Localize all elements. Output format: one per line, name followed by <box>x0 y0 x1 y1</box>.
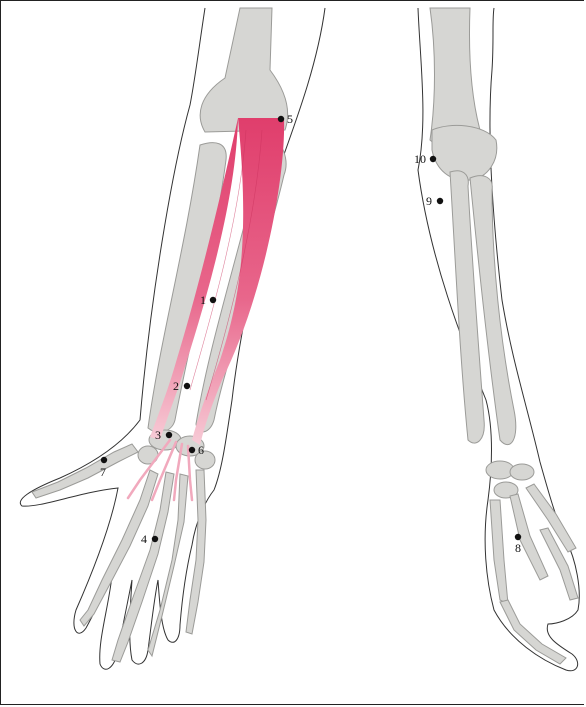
marker-5-label: 5 <box>287 112 293 126</box>
marker-8: 8 <box>515 534 521 555</box>
marker-8-label: 8 <box>515 541 521 555</box>
marker-9: 9 <box>426 194 443 208</box>
left-arm-bones <box>32 8 288 662</box>
marker-6-label: 6 <box>198 443 204 457</box>
marker-7-label: 7 <box>100 465 106 479</box>
marker-9-label: 9 <box>426 194 432 208</box>
marker-2-label: 2 <box>173 379 179 393</box>
marker-4-label: 4 <box>141 532 147 546</box>
marker-10-label: 10 <box>414 152 426 166</box>
marker-1-label: 1 <box>200 293 206 307</box>
right-arm-bones <box>430 8 578 664</box>
marker-3-label: 3 <box>155 428 161 442</box>
